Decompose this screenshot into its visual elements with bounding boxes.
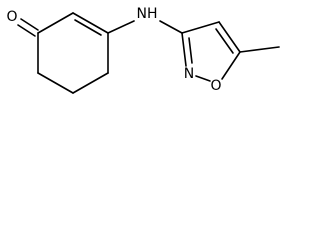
bond-c1-o-a — [20, 18, 39, 31]
ring-oxygen-label: O — [210, 78, 221, 94]
bond-c2-c3-single — [72, 12, 109, 34]
bond-c3-n — [107, 20, 135, 34]
bond-c1-o-b — [17, 24, 36, 37]
bond-c4-c5 — [72, 72, 109, 94]
bond-c5prime-o — [221, 51, 241, 80]
bond-c4prime-c5prime-double — [215, 28, 234, 54]
bond-c3prime-c4prime — [181, 21, 220, 34]
amine-linker — [107, 20, 183, 34]
bond-n-c3prime — [159, 20, 183, 34]
bond-c5prime-methyl — [239, 46, 280, 53]
molecule-structure: O NH N O — [6, 6, 280, 94]
bond-c5-c6 — [37, 72, 74, 94]
isoxazole-ring — [181, 21, 280, 82]
bond-n-c3prime-double — [188, 37, 193, 64]
bond-c1-c2 — [37, 12, 74, 34]
bond-c2-c3-double — [74, 19, 102, 36]
bond-c4prime-c5prime-single — [218, 21, 241, 53]
amine-nh-label: NH — [137, 6, 158, 22]
cyclohexenone-ring — [17, 12, 109, 94]
carbonyl-oxygen-label: O — [6, 9, 17, 25]
bond-o-n — [195, 75, 211, 82]
bond-n-c3prime-single — [181, 32, 187, 67]
ring-nitrogen-label: N — [184, 66, 194, 82]
